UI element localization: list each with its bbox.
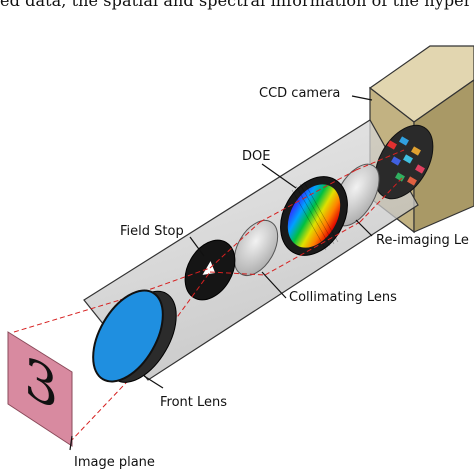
label-image-plane: Image plane (74, 455, 155, 470)
cropped-caption-text: ed data, the spatial and spectral inform… (0, 0, 474, 10)
collimating-lens (233, 220, 279, 276)
doe-element (280, 176, 348, 256)
front-lens (92, 289, 177, 383)
field-stop (184, 239, 236, 301)
label-reimaging-lens: Re-imaging Le (376, 233, 469, 248)
label-doe: DOE (242, 149, 271, 164)
doe-grating-lines (291, 181, 339, 251)
label-pointers (69, 95, 373, 451)
label-ccd-camera: CCD camera (259, 86, 341, 101)
ccd-spectral-spots (387, 136, 425, 186)
label-collimating-lens: Collimating Lens (289, 290, 397, 305)
label-field-stop: Field Stop (120, 224, 184, 239)
label-front-lens: Front Lens (160, 395, 228, 410)
image-plane (7, 331, 73, 447)
